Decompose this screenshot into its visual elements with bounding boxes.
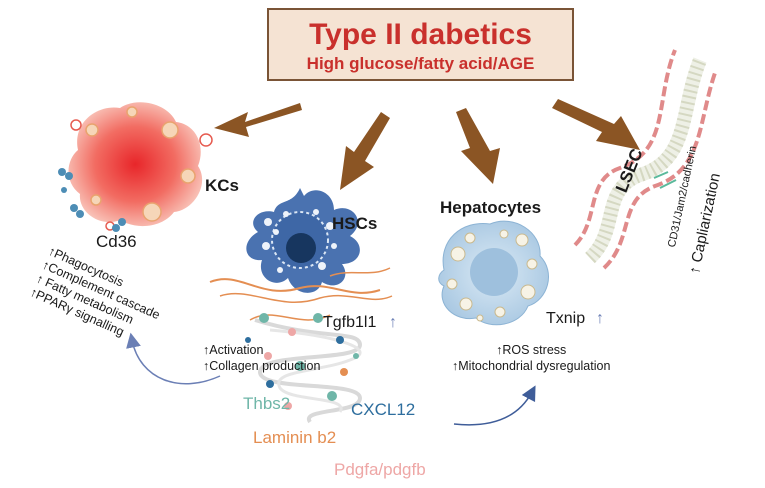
curved-arrow-icon — [453, 385, 536, 426]
hepatocytes-effect-item: ↑Mitochondrial dysregulation — [452, 359, 611, 373]
brown-arrow-icon — [340, 112, 390, 190]
title-box: Type II dabetics High glucose/fatty acid… — [267, 8, 574, 81]
kcs-label: KCs — [205, 176, 240, 195]
brown-arrow-icon — [214, 103, 302, 137]
curved-arrow-icon — [126, 332, 221, 385]
lsec-vessel-illustration — [573, 49, 718, 270]
ligand-helix-illustration — [245, 313, 363, 424]
brown-arrow-icon — [456, 108, 500, 184]
hepatocytes-effect-item: ↑ROS stress — [496, 343, 567, 357]
kcs-marker: Cd36 — [96, 232, 137, 251]
title-main: Type II dabetics — [309, 18, 532, 51]
hepatocytes-effects: ↑ROS stress ↑Mitochondrial dysregulation — [452, 342, 610, 374]
ligand-pdgfa-pdgfb: Pdgfa/pdgfb — [334, 460, 426, 479]
hscs-label: HSCs — [332, 214, 378, 233]
hepatocytes-label: Hepatocytes — [440, 198, 542, 217]
up-arrow-icon: ↑ — [596, 310, 604, 327]
title-subtitle: High glucose/fatty acid/AGE — [306, 54, 535, 73]
hscs-effect-item: ↑Activation — [203, 343, 264, 357]
hsc-illustration — [209, 188, 393, 321]
hscs-marker: Tgfb1l1 — [323, 314, 377, 331]
ligand-laminin-b2: Laminin b2 — [253, 428, 337, 447]
ligand-thbs2: Thbs2 — [243, 394, 291, 413]
hscs-effect-item: ↑Collagen production — [203, 359, 321, 373]
ligand-cxcl12: CXCL12 — [351, 400, 416, 419]
hepatocytes-marker: Txnip — [546, 310, 586, 327]
hepatocyte-illustration — [438, 220, 549, 326]
hscs-effects: ↑Activation ↑Collagen production — [203, 342, 320, 374]
kupffer-cell-illustration — [58, 102, 213, 232]
up-arrow-icon: ↑ — [389, 314, 397, 331]
brown-arrow-icon — [552, 99, 640, 150]
